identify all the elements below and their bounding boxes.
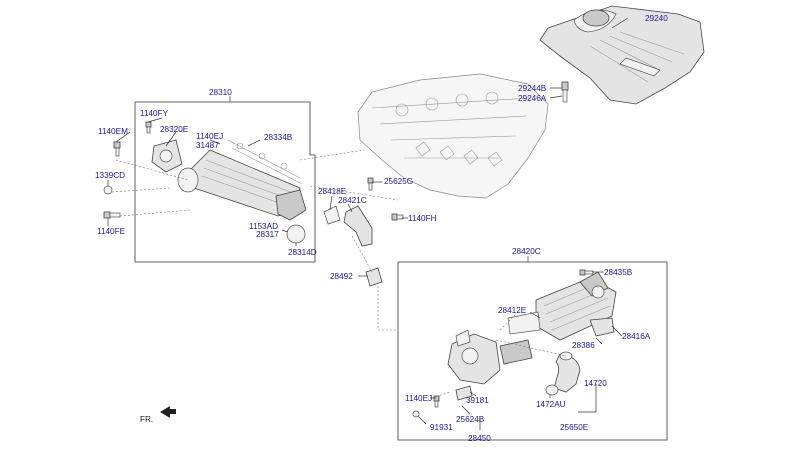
label-28416a: 28416A bbox=[622, 332, 651, 341]
bolt-1140em bbox=[113, 141, 121, 157]
o-ring-28317 bbox=[286, 224, 306, 244]
assembly-box-28420c bbox=[397, 261, 668, 441]
engine-cover bbox=[539, 5, 705, 105]
label-1140ej-top: 1140EJ bbox=[196, 132, 223, 141]
label-25625g: 25625G bbox=[384, 177, 413, 186]
label-28421c: 28421C bbox=[338, 196, 367, 205]
label-1140fe: 1140FE bbox=[97, 227, 126, 236]
bolt-1140fe bbox=[103, 211, 121, 219]
label-25650e: 25650E bbox=[560, 423, 589, 432]
label-29244b: 29244B bbox=[518, 84, 547, 93]
label-29240: 29240 bbox=[645, 14, 668, 23]
pipe-28421c bbox=[343, 205, 373, 247]
label-28310: 28310 bbox=[209, 88, 232, 97]
label-28314d: 28314D bbox=[288, 248, 317, 257]
assembly-box-28310 bbox=[134, 101, 316, 263]
bolt-1140ej-bottom bbox=[433, 395, 440, 408]
label-28492: 28492 bbox=[330, 272, 353, 281]
label-39181: 39181 bbox=[466, 396, 489, 405]
bracket-28492 bbox=[365, 267, 383, 287]
bolt-1140fh bbox=[391, 213, 404, 221]
label-28317: 28317 bbox=[256, 230, 279, 239]
label-14720: 14720 bbox=[584, 379, 607, 388]
egr-cooler-left bbox=[151, 139, 307, 221]
front-label: FR. bbox=[140, 415, 153, 424]
label-28334b: 28334B bbox=[264, 133, 293, 142]
cover-bolt bbox=[561, 81, 569, 103]
front-direction-indicator: FR. bbox=[140, 406, 176, 424]
label-1153ad: 1153AD bbox=[249, 222, 278, 231]
label-28386: 28386 bbox=[572, 341, 595, 350]
bolt-1140fy bbox=[145, 121, 152, 134]
label-1140ej-bottom: 1140EJ bbox=[405, 394, 432, 403]
clamp-1472au bbox=[545, 384, 559, 396]
egr-valve bbox=[447, 329, 533, 385]
gasket-28334b bbox=[227, 139, 303, 185]
label-25624b: 25624B bbox=[456, 415, 485, 424]
label-1140em: 1140EM bbox=[98, 127, 128, 136]
label-1140fh: 1140FH bbox=[408, 214, 437, 223]
label-1472au: 1472AU bbox=[536, 400, 566, 409]
clip-91931 bbox=[412, 410, 420, 418]
label-28320e: 28320E bbox=[160, 125, 189, 134]
label-28450: 28450 bbox=[468, 434, 491, 443]
label-91931: 91931 bbox=[430, 423, 453, 432]
clip-1339cd bbox=[103, 185, 113, 195]
bracket-39181 bbox=[455, 385, 473, 401]
label-29246a: 29246A bbox=[518, 94, 547, 103]
flange-28418e bbox=[323, 205, 341, 225]
label-28420c: 28420C bbox=[512, 247, 541, 256]
egr-cooler-right bbox=[507, 271, 617, 341]
hose-14720 bbox=[553, 351, 581, 393]
label-1339cd: 1339CD bbox=[95, 171, 125, 180]
label-28435b: 28435B bbox=[604, 268, 633, 277]
leader-lines bbox=[107, 17, 629, 430]
cylinder-head bbox=[357, 73, 549, 199]
bolt-25625g bbox=[367, 177, 374, 191]
label-28418e: 28418E bbox=[318, 187, 347, 196]
bolt-28435b bbox=[579, 269, 594, 276]
label-28412e: 28412E bbox=[498, 306, 527, 315]
label-31487: 31487 bbox=[196, 141, 219, 150]
front-arrow-icon bbox=[160, 406, 176, 418]
label-1140fy: 1140FY bbox=[140, 109, 169, 118]
